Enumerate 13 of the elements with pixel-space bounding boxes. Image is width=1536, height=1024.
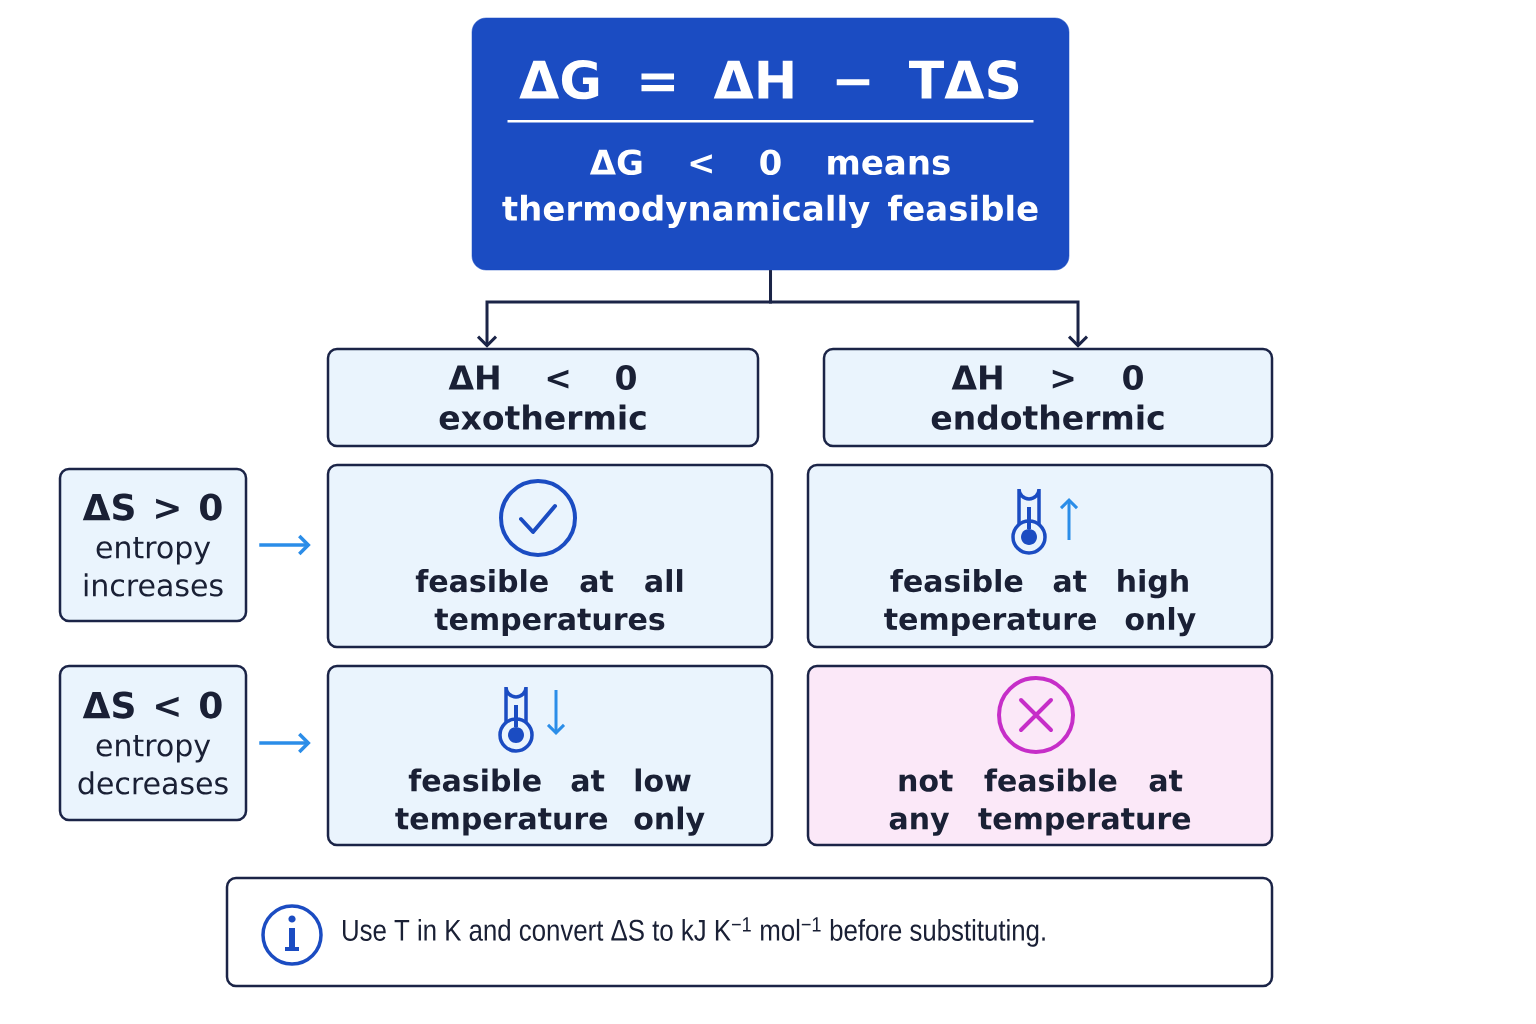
header-box: ΔH > 0 endothermic xyxy=(822,347,1274,448)
entropy-box: ΔS > 0 entropy increases xyxy=(58,467,248,623)
header-box: ΔH < 0 exothermic xyxy=(326,347,760,448)
formula-box: ΔG = ΔH − TΔS ΔG < 0 means thermodynamically feasible xyxy=(471,17,1070,271)
result-box: feasible at high temperature only xyxy=(806,463,1274,649)
result-box: feasible at all temperatures xyxy=(326,463,774,649)
note-box: Use T in K and convert ΔS to kJ K$^{−1}$ mol$^{−1}$ before substituting. xyxy=(225,876,1274,988)
result-box: not feasible at any temperature xyxy=(806,664,1274,847)
result-box: feasible at low temperature only xyxy=(326,664,774,847)
arrow xyxy=(259,534,311,556)
arrow xyxy=(259,732,311,754)
entropy-box: ΔS < 0 entropy decreases xyxy=(58,664,248,822)
arrow xyxy=(769,270,1089,348)
